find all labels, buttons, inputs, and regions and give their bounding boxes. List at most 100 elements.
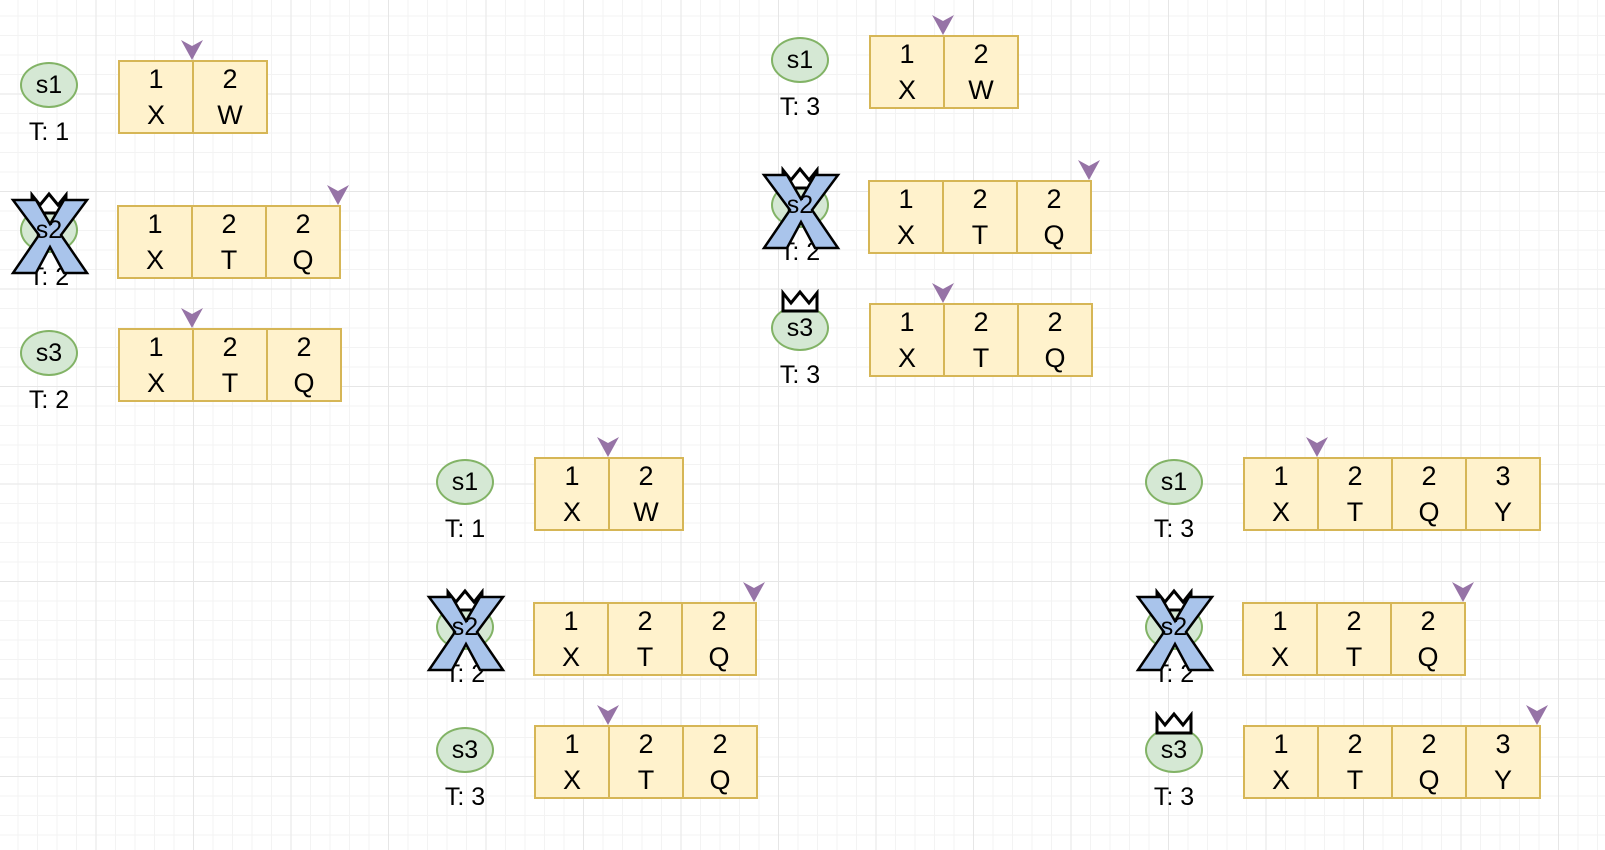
server-name: s3 bbox=[1160, 735, 1188, 764]
entry-term: 2 bbox=[222, 332, 238, 362]
index-pointer-icon bbox=[1305, 437, 1328, 457]
server-node[interactable]: s3 bbox=[436, 727, 494, 773]
entry-command: Q bbox=[293, 368, 315, 398]
entry-command: W bbox=[633, 497, 659, 527]
entry-command: W bbox=[968, 75, 994, 105]
entry-command: T bbox=[221, 368, 239, 398]
server-name: s3 bbox=[451, 735, 479, 764]
term-label: T: 3 bbox=[1153, 515, 1195, 543]
index-pointer-icon bbox=[742, 582, 765, 602]
entry-command: X bbox=[1271, 765, 1290, 795]
term-label: T: 2 bbox=[28, 386, 70, 414]
server-name: s1 bbox=[451, 467, 479, 496]
server-node[interactable]: s1 bbox=[1145, 459, 1203, 505]
entry-command: X bbox=[562, 765, 581, 795]
entry-command: X bbox=[561, 642, 580, 672]
term-label: T: 3 bbox=[779, 93, 821, 121]
entry-term: 1 bbox=[563, 606, 579, 636]
entry-term: 1 bbox=[147, 209, 163, 239]
entry-command: Q bbox=[1418, 765, 1440, 795]
server-name: s2 bbox=[786, 190, 814, 219]
server-name: s2 bbox=[451, 612, 479, 641]
entry-term: 2 bbox=[711, 606, 727, 636]
index-pointer-icon bbox=[931, 283, 954, 303]
entry-command: X bbox=[562, 497, 581, 527]
entry-term: 1 bbox=[1273, 729, 1289, 759]
entry-command: T bbox=[1346, 497, 1364, 527]
server-node[interactable]: s1 bbox=[436, 459, 494, 505]
entry-term: 1 bbox=[148, 332, 164, 362]
term-label: T: 3 bbox=[444, 783, 486, 811]
entry-command: Q bbox=[709, 765, 731, 795]
index-pointer-icon bbox=[596, 705, 619, 725]
server-name: s1 bbox=[1160, 467, 1188, 496]
entry-term: 2 bbox=[296, 332, 312, 362]
entry-term: 2 bbox=[972, 184, 988, 214]
crashed-x-icon bbox=[761, 173, 841, 250]
entry-command: Q bbox=[292, 245, 314, 275]
index-pointer-icon bbox=[180, 308, 203, 328]
entry-command: T bbox=[636, 642, 654, 672]
term-label: T: 1 bbox=[444, 515, 486, 543]
entry-command: Q bbox=[1044, 343, 1066, 373]
entry-command: Q bbox=[1418, 497, 1440, 527]
entry-command: T bbox=[1345, 642, 1363, 672]
server-node[interactable]: s3 bbox=[771, 305, 829, 351]
entry-term: 1 bbox=[1273, 461, 1289, 491]
entry-command: X bbox=[145, 245, 164, 275]
entry-command: X bbox=[897, 75, 916, 105]
server-name: s2 bbox=[1160, 612, 1188, 641]
server-node[interactable]: s1 bbox=[20, 62, 78, 108]
index-pointer-icon bbox=[931, 15, 954, 35]
entry-command: X bbox=[146, 368, 165, 398]
server-node[interactable]: s1 bbox=[771, 37, 829, 83]
index-pointer-icon bbox=[596, 437, 619, 457]
entry-term: 1 bbox=[564, 461, 580, 491]
server-node[interactable]: s3 bbox=[1145, 727, 1203, 773]
index-pointer-icon bbox=[1526, 705, 1548, 725]
entry-command: Q bbox=[1417, 642, 1439, 672]
term-label: T: 3 bbox=[1153, 783, 1195, 811]
entry-command: X bbox=[1270, 642, 1289, 672]
entry-term: 3 bbox=[1495, 729, 1511, 759]
server-name: s1 bbox=[786, 45, 814, 74]
server-node[interactable]: s3 bbox=[20, 330, 78, 376]
entry-command: T bbox=[971, 220, 989, 250]
entry-term: 2 bbox=[1347, 461, 1363, 491]
entry-term: 2 bbox=[1047, 307, 1063, 337]
entry-command: T bbox=[220, 245, 238, 275]
entry-term: 1 bbox=[1272, 606, 1288, 636]
entry-command: X bbox=[146, 100, 165, 130]
entry-term: 2 bbox=[637, 606, 653, 636]
entry-term: 2 bbox=[1421, 729, 1437, 759]
crashed-x-icon bbox=[426, 595, 506, 672]
server-name: s3 bbox=[786, 313, 814, 342]
crashed-x-icon bbox=[10, 198, 90, 275]
server-name: s1 bbox=[35, 70, 63, 99]
entry-term: 2 bbox=[973, 307, 989, 337]
entry-command: T bbox=[1346, 765, 1364, 795]
server-name: s3 bbox=[35, 338, 63, 367]
